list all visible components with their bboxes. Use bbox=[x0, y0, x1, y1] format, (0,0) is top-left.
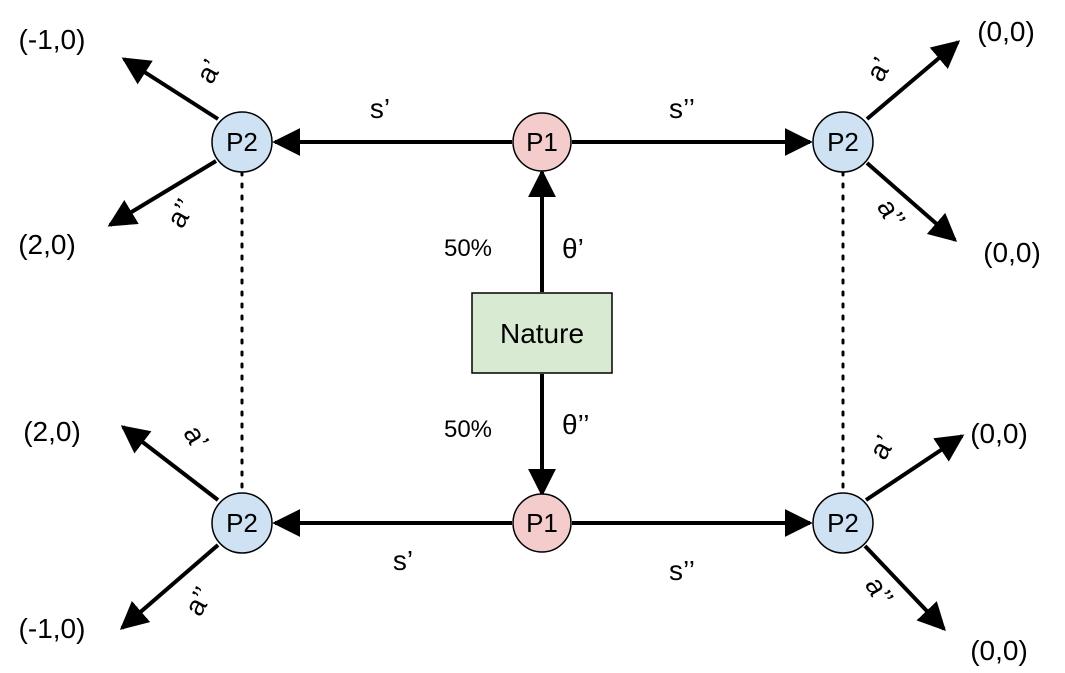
edge-action-tl-up bbox=[121, 57, 220, 121]
signal-bottom-left-label: s’ bbox=[393, 545, 413, 576]
p2-node-top-left-label: P2 bbox=[226, 127, 258, 157]
p2-node-bottom-left-label: P2 bbox=[226, 508, 258, 538]
nature-node bbox=[471, 292, 613, 374]
action-tl-up-label: a’ bbox=[190, 54, 228, 88]
edge-action-bl-up bbox=[120, 425, 220, 502]
p2-node-bottom-right bbox=[812, 492, 874, 554]
payoff-bl-up: (2,0) bbox=[23, 416, 81, 447]
p1-node-bottom-label: P1 bbox=[526, 508, 558, 538]
edge-action-tr-up bbox=[865, 40, 961, 121]
type-bottom-label: θ’’ bbox=[562, 409, 590, 440]
prob-bottom: 50% bbox=[444, 416, 492, 443]
payoff-tr-up: (0,0) bbox=[977, 16, 1035, 47]
signal-top-left-label: s’ bbox=[370, 93, 390, 124]
signal-bottom-right-label: s’’ bbox=[669, 555, 695, 586]
edge-action-br-up bbox=[864, 434, 965, 502]
edge-action-tr-down bbox=[865, 161, 958, 242]
p1-node-top-label: P1 bbox=[526, 127, 558, 157]
p2-node-bottom-left bbox=[211, 492, 273, 554]
p2-node-top-right bbox=[812, 111, 874, 173]
p2-node-top-right-label: P2 bbox=[827, 127, 859, 157]
payoff-br-up: (0,0) bbox=[970, 418, 1028, 449]
payoff-tr-down: (0,0) bbox=[983, 237, 1041, 268]
action-tl-down-label: a’’ bbox=[160, 194, 201, 233]
type-top-label: θ’ bbox=[562, 233, 584, 264]
prob-top: 50% bbox=[444, 235, 492, 262]
edge-action-br-down bbox=[863, 544, 946, 632]
p1-node-bottom bbox=[512, 493, 572, 553]
p2-node-bottom-right-label: P2 bbox=[827, 508, 859, 538]
p2-node-top-left bbox=[211, 111, 273, 173]
payoff-tl-up: (-1,0) bbox=[19, 24, 86, 55]
edge-action-bl-down bbox=[119, 543, 220, 630]
signal-top-right-label: s’’ bbox=[669, 93, 695, 124]
payoff-tl-down: (2,0) bbox=[18, 229, 76, 260]
action-bl-down-label: a’’ bbox=[178, 582, 219, 621]
nature-label: Nature bbox=[500, 318, 584, 349]
action-bl-up-label: a’ bbox=[177, 420, 215, 454]
edge-action-tl-down bbox=[107, 159, 218, 227]
action-tr-down-label: a’’ bbox=[871, 194, 912, 233]
payoff-bl-down: (-1,0) bbox=[19, 613, 86, 644]
action-br-up-label: a’ bbox=[863, 430, 901, 464]
p1-node-top bbox=[512, 112, 572, 172]
payoff-br-down: (0,0) bbox=[970, 635, 1028, 666]
action-tr-up-label: a’ bbox=[860, 52, 898, 86]
